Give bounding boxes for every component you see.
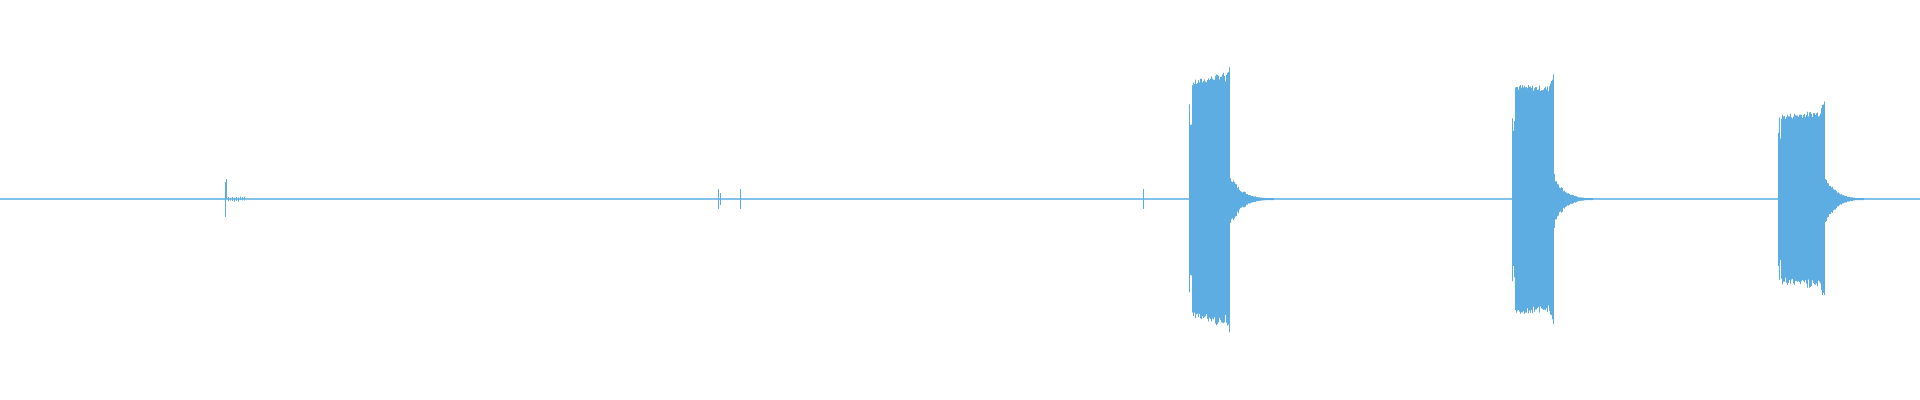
waveform-signal	[225, 67, 1864, 333]
